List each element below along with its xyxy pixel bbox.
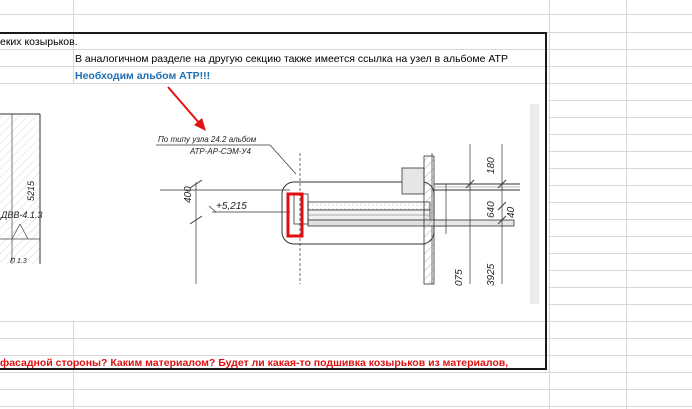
dim-text-640: 640	[486, 201, 497, 218]
grid-row-line	[0, 66, 692, 67]
callout-text-line2: АТР-АР-СЭМ-У4	[189, 147, 252, 156]
drawing-scrollbar[interactable]	[530, 104, 539, 304]
level-mark-text: +5,215	[216, 201, 247, 212]
grid-row-line	[0, 355, 692, 356]
cell-row1-text[interactable]: еких козырьков.	[0, 36, 78, 48]
left-label-p: П 1.3	[10, 258, 27, 265]
grid-col-line	[626, 0, 627, 409]
callout-leader	[269, 144, 297, 175]
callout-text-line1: По типу узла 24.2 альбом	[158, 135, 257, 144]
cell-row2-text[interactable]: В аналогичном разделе на другую секцию т…	[75, 53, 508, 65]
dim-text-400: 400	[183, 186, 194, 203]
grid-row-line	[0, 406, 692, 407]
grid-row-line	[0, 83, 692, 84]
grid-row-line	[0, 338, 692, 339]
wall-structure	[401, 144, 520, 285]
left-dim-text: 5215	[26, 180, 36, 201]
dim-text-40: 40	[506, 206, 517, 218]
left-label-dvv: ДВВ-4.1.3	[0, 210, 42, 220]
grid-row-line	[0, 389, 692, 390]
embedded-drawing: 5215 ДВВ-4.1.3 П 1.3 По типу узла 24.2 а…	[0, 84, 548, 320]
dim-text-3925: 3925	[486, 263, 497, 286]
grid-row-line	[0, 321, 692, 322]
red-arrow	[167, 86, 206, 131]
dim-text-180: 180	[486, 157, 497, 174]
cell-row3-text[interactable]: Необходим альбом АТР!!!	[75, 70, 211, 82]
highlight-rectangle	[286, 192, 304, 238]
architectural-detail-drawing: 5215 ДВВ-4.1.3 П 1.3 По типу узла 24.2 а…	[0, 86, 520, 286]
dim-text-075: 075	[454, 269, 465, 286]
grid-col-line	[549, 0, 550, 409]
merged-cell-border	[0, 32, 547, 370]
grid-row-line	[0, 372, 692, 373]
grid-row-line	[0, 14, 692, 15]
grid-row-line	[0, 49, 692, 50]
cell-bottom-question[interactable]: фасадной стороны? Каким материалом? Буде…	[0, 357, 509, 369]
left-drawing-fragment	[0, 113, 41, 264]
